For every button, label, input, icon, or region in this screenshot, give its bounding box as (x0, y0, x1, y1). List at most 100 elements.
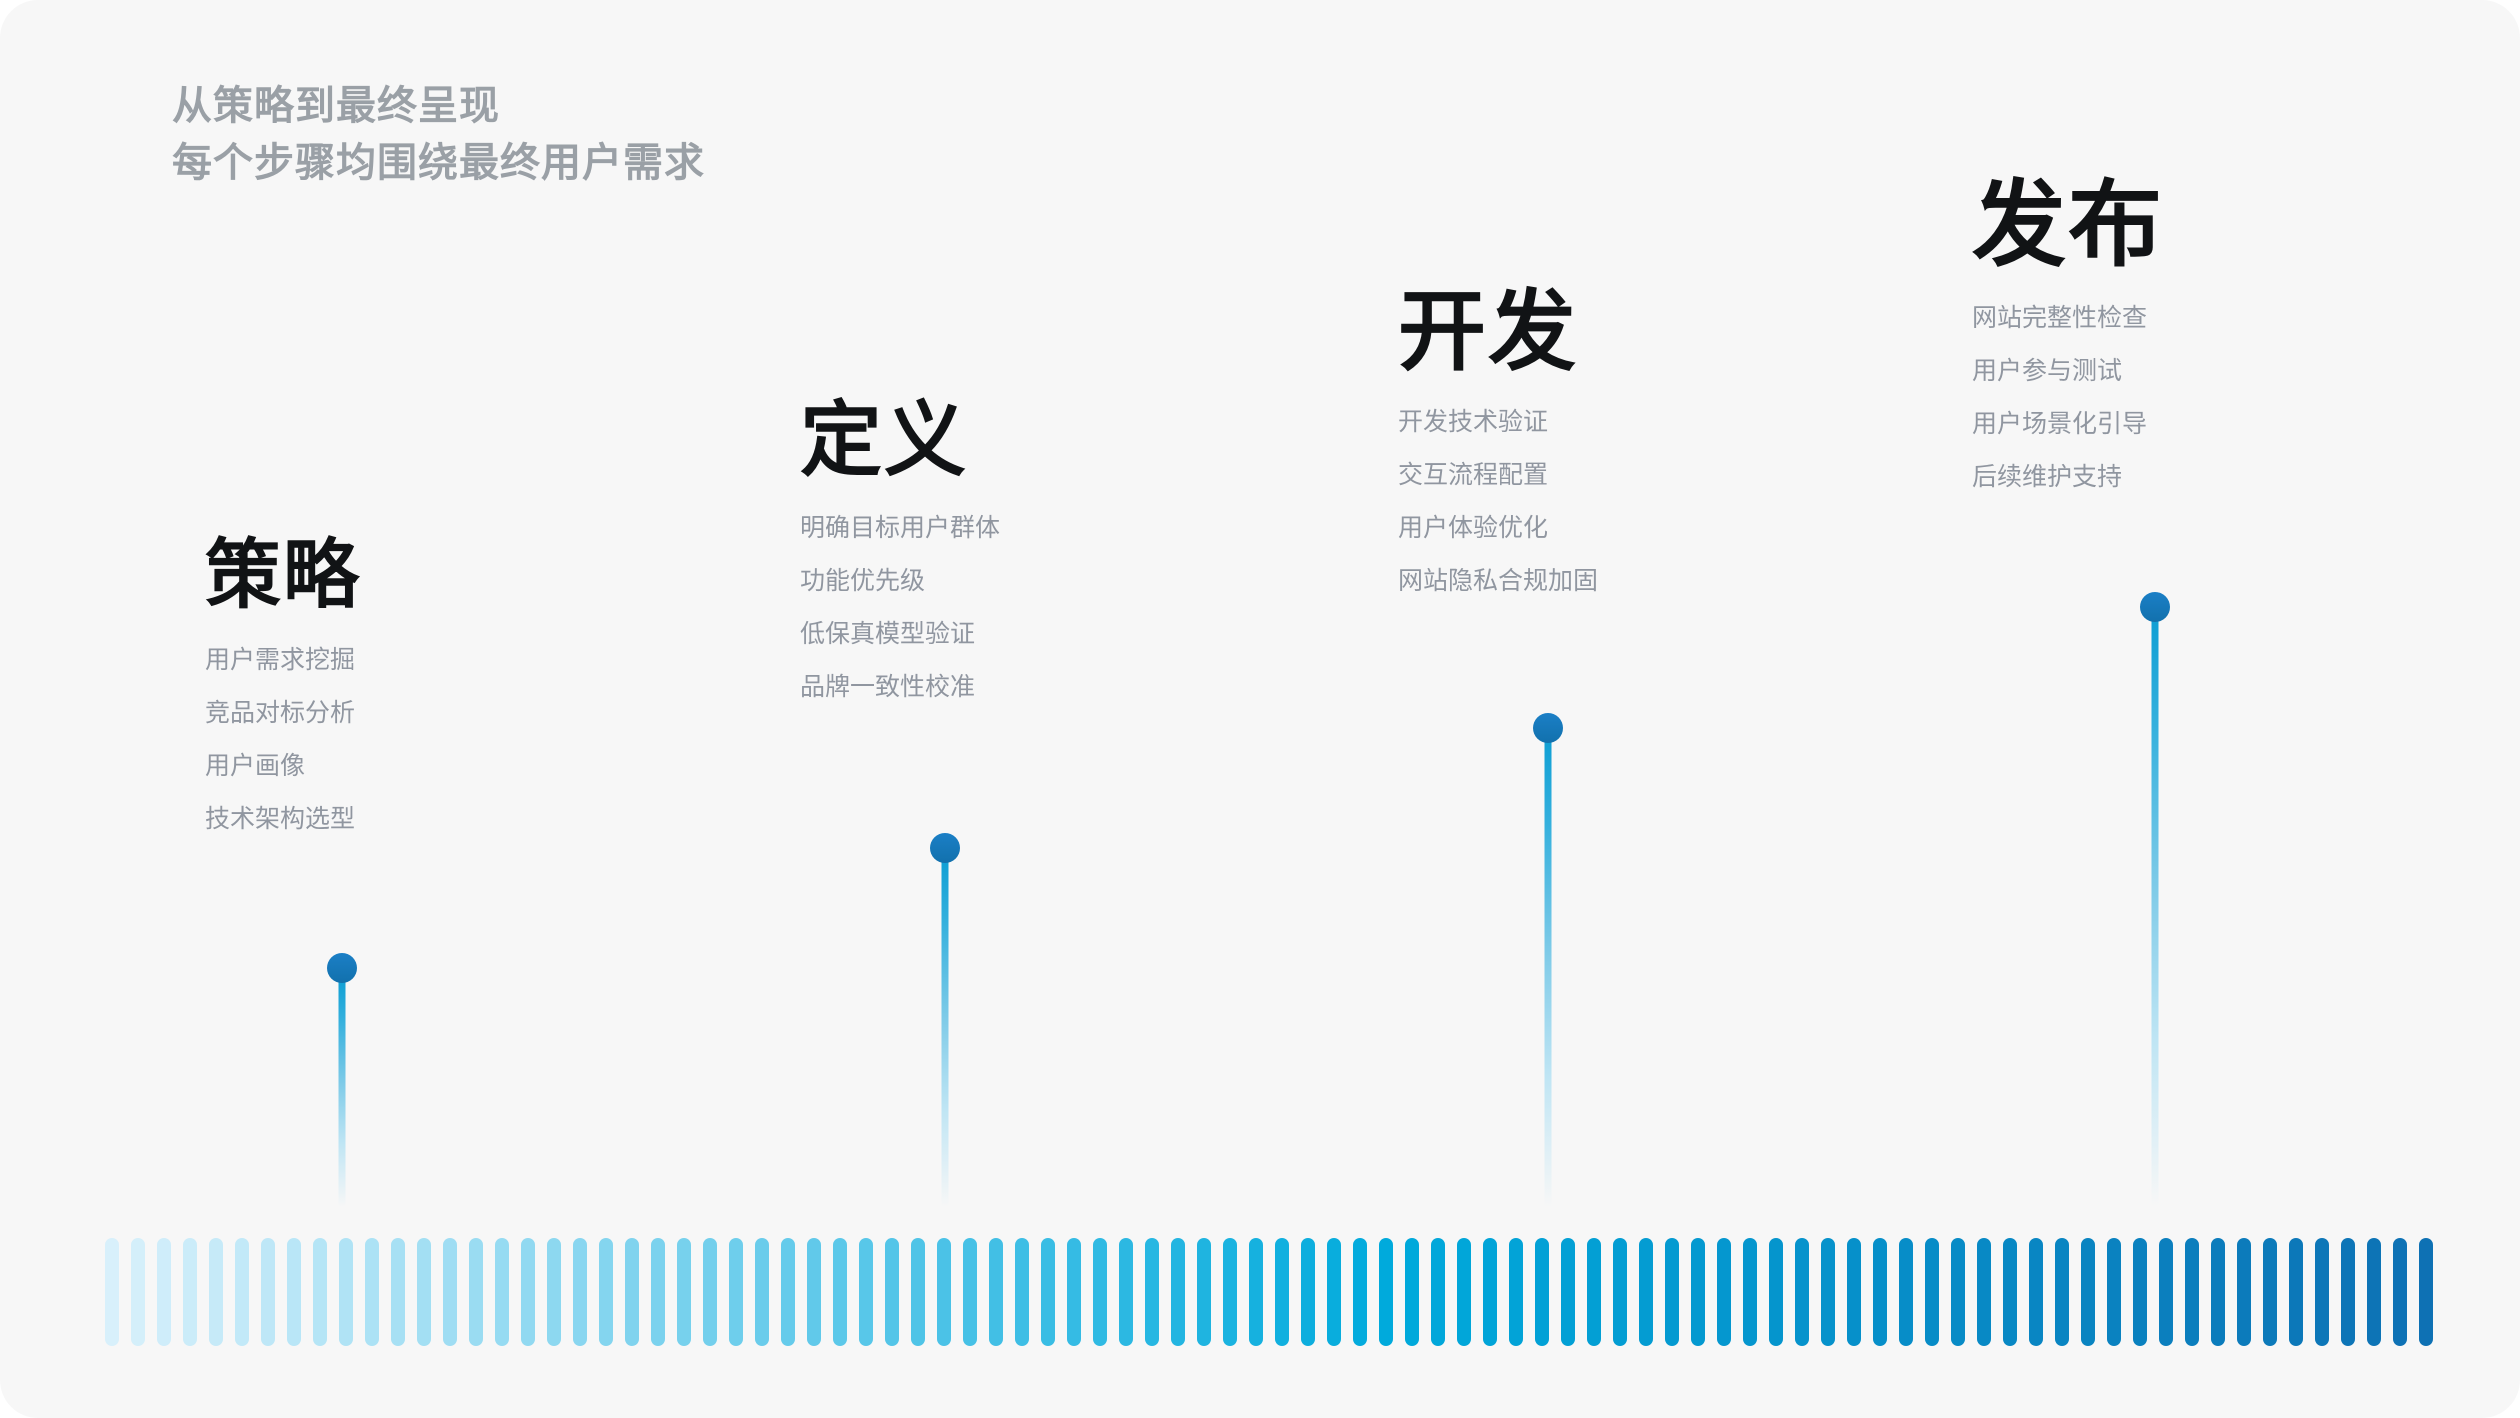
bar-tick (833, 1238, 847, 1346)
stage-item: 品牌一致性校准 (800, 673, 976, 701)
bar-tick (2263, 1238, 2277, 1346)
bar-tick (183, 1238, 197, 1346)
bar-tick (807, 1238, 821, 1346)
bar-tick (2003, 1238, 2017, 1346)
bar-tick (1483, 1238, 1497, 1346)
bar-tick (573, 1238, 587, 1346)
stage-item: 用户体验优化 (1398, 514, 1549, 542)
bar-tick (1769, 1238, 1783, 1346)
bar-tick (2107, 1238, 2121, 1346)
stage-item: 网站隐私合规加固 (1398, 567, 1599, 595)
stage-item-list: 开发技术验证交互流程配置用户体验优化网站隐私合规加固 (1398, 410, 1598, 594)
stage-item: 低保真模型验证 (800, 620, 976, 648)
bar-tick (1327, 1238, 1341, 1346)
bar-tick (677, 1238, 691, 1346)
bar-tick (1639, 1238, 1653, 1346)
bar-tick (911, 1238, 925, 1346)
bar-tick (937, 1238, 951, 1346)
bar-tick (1613, 1238, 1627, 1346)
bar-tick (1925, 1238, 1939, 1346)
bar-tick (1795, 1238, 1809, 1346)
stage-item: 功能优先级 (800, 567, 926, 595)
header-line-2: 每个步骤均围绕最终用户需求 (172, 140, 705, 185)
stage-marker-pin-1[interactable] (930, 833, 960, 1211)
bar-tick (2029, 1238, 2043, 1346)
bar-tick (2055, 1238, 2069, 1346)
bar-tick (1093, 1238, 1107, 1346)
pin-stem-icon (1544, 739, 1552, 1207)
header-line-1: 从策略到最终呈现 (172, 84, 500, 128)
bar-tick (1691, 1238, 1705, 1346)
bar-tick (2237, 1238, 2251, 1346)
stage-title: 发布 (1972, 172, 2165, 277)
stage-column-2: 开发开发技术验证交互流程配置用户体验优化网站隐私合规加固 (1398, 288, 1598, 622)
header: 从策略到最终呈现 每个步骤均围绕最终用户需求 (172, 78, 705, 192)
bar-tick (105, 1238, 119, 1346)
bar-tick (1145, 1238, 1159, 1346)
stage-item: 用户参与测试 (1972, 357, 2123, 385)
bar-tick (2185, 1238, 2199, 1346)
bar-tick (989, 1238, 1003, 1346)
bar-tick (131, 1238, 145, 1346)
stage-column-3: 发布网站完整性检查用户参与测试用户场景化引导后续维护支持 (1972, 178, 2164, 518)
bar-tick (1379, 1238, 1393, 1346)
bar-tick (1353, 1238, 1367, 1346)
bar-tick (1951, 1238, 1965, 1346)
bar-tick (235, 1238, 249, 1346)
bar-tick (365, 1238, 379, 1346)
stage-item: 技术架构选型 (205, 805, 356, 833)
stage-item: 用户需求挖掘 (205, 646, 356, 674)
bar-tick (339, 1238, 353, 1346)
bar-tick (313, 1238, 327, 1346)
stage-marker-pin-0[interactable] (327, 953, 357, 1211)
stage-item: 竞品对标分析 (205, 699, 356, 727)
bar-tick (755, 1238, 769, 1346)
pin-dot-icon[interactable] (327, 953, 357, 983)
bar-tick (443, 1238, 457, 1346)
bar-tick (547, 1238, 561, 1346)
bar-tick (2367, 1238, 2381, 1346)
bar-tick (2289, 1238, 2303, 1346)
bar-tick (1223, 1238, 1237, 1346)
stage-item: 用户场景化引导 (1972, 410, 2148, 438)
stage-item: 交互流程配置 (1398, 461, 1549, 489)
bar-strip (0, 1238, 2520, 1348)
stage-title: 开发 (1398, 282, 1579, 381)
stage-item: 网站完整性检查 (1972, 304, 2148, 332)
pin-stem-icon (2151, 618, 2159, 1206)
bar-tick (2159, 1238, 2173, 1346)
bar-tick (1717, 1238, 1731, 1346)
bar-tick (1847, 1238, 1861, 1346)
pin-dot-icon[interactable] (2140, 592, 2170, 622)
bar-tick (417, 1238, 431, 1346)
bar-tick (599, 1238, 613, 1346)
bar-tick (1743, 1238, 1757, 1346)
bar-tick (859, 1238, 873, 1346)
stage-item: 明确目标用户群体 (800, 514, 1001, 542)
bar-tick (469, 1238, 483, 1346)
pin-stem-icon (338, 979, 346, 1207)
stage-column-0: 策略用户需求挖掘竞品对标分析用户画像技术架构选型 (205, 538, 361, 860)
stage-item-list: 网站完整性检查用户参与测试用户场景化引导后续维护支持 (1972, 306, 2164, 490)
bar-tick (1561, 1238, 1575, 1346)
stage-marker-pin-3[interactable] (2140, 592, 2170, 1210)
bar-tick (1665, 1238, 1679, 1346)
pin-dot-icon[interactable] (1533, 713, 1563, 743)
bar-tick (651, 1238, 665, 1346)
stage-marker-pin-2[interactable] (1533, 713, 1563, 1211)
bar-tick (1067, 1238, 1081, 1346)
bar-tick (1535, 1238, 1549, 1346)
bar-tick (287, 1238, 301, 1346)
bar-tick (885, 1238, 899, 1346)
bar-tick (703, 1238, 717, 1346)
pin-dot-icon[interactable] (930, 833, 960, 863)
bar-tick (1171, 1238, 1185, 1346)
bar-tick (1197, 1238, 1211, 1346)
stage-item-list: 用户需求挖掘竞品对标分析用户画像技术架构选型 (205, 648, 361, 832)
stage-item: 开发技术验证 (1398, 408, 1549, 436)
stage-column-1: 定义明确目标用户群体功能优先级低保真模型验证品牌一致性校准 (800, 400, 1000, 728)
stage-item: 用户画像 (205, 752, 306, 780)
bar-tick (1249, 1238, 1263, 1346)
bar-tick (963, 1238, 977, 1346)
